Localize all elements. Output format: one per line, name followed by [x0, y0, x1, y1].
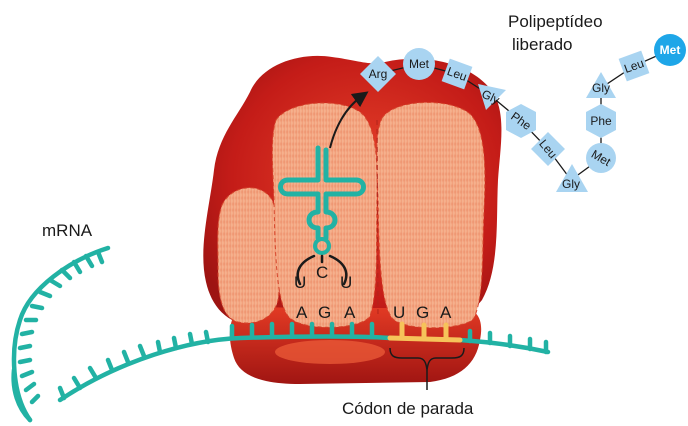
amino-acid-phe-1: Phe [506, 104, 536, 138]
p-site-codon-a2: A [344, 303, 356, 322]
a-site-pocket [377, 102, 485, 327]
polypeptide-label-line2: liberado [512, 35, 573, 54]
svg-text:Gly: Gly [592, 81, 610, 95]
svg-text:Met: Met [409, 57, 430, 71]
polypeptide-label-line1: Polipeptídeo [508, 12, 603, 31]
p-site-codon-g: G [318, 303, 331, 322]
amino-acid-phe-2: Phe [586, 104, 616, 138]
svg-text:Phe: Phe [590, 114, 612, 128]
stop-codon-g: G [416, 303, 429, 322]
anticodon-u2: U [340, 273, 352, 292]
p-site-pocket [272, 103, 377, 327]
anticodon-u1: U [294, 273, 306, 292]
stop-codon-label: Códon de parada [342, 399, 474, 418]
stop-codon-u: U [393, 303, 405, 322]
amino-acid-met-2: Met [586, 143, 616, 173]
amino-acid-met-start: Met [654, 34, 686, 66]
small-subunit-highlight [275, 340, 385, 364]
svg-text:Met: Met [660, 43, 681, 57]
p-site-codon-a1: A [296, 303, 308, 322]
svg-text:Gly: Gly [562, 177, 580, 191]
svg-text:Arg: Arg [369, 67, 388, 81]
amino-acid-met-1: Met [403, 48, 435, 80]
mrna-label: mRNA [42, 221, 93, 240]
amino-acid-gly-2: Gly [556, 164, 588, 192]
amino-acid-leu-3: Leu [619, 51, 650, 82]
amino-acid-gly-3: Gly [586, 72, 616, 98]
e-site-pocket [218, 188, 281, 323]
stop-codon-a: A [440, 303, 452, 322]
anticodon-c: C [316, 263, 328, 282]
